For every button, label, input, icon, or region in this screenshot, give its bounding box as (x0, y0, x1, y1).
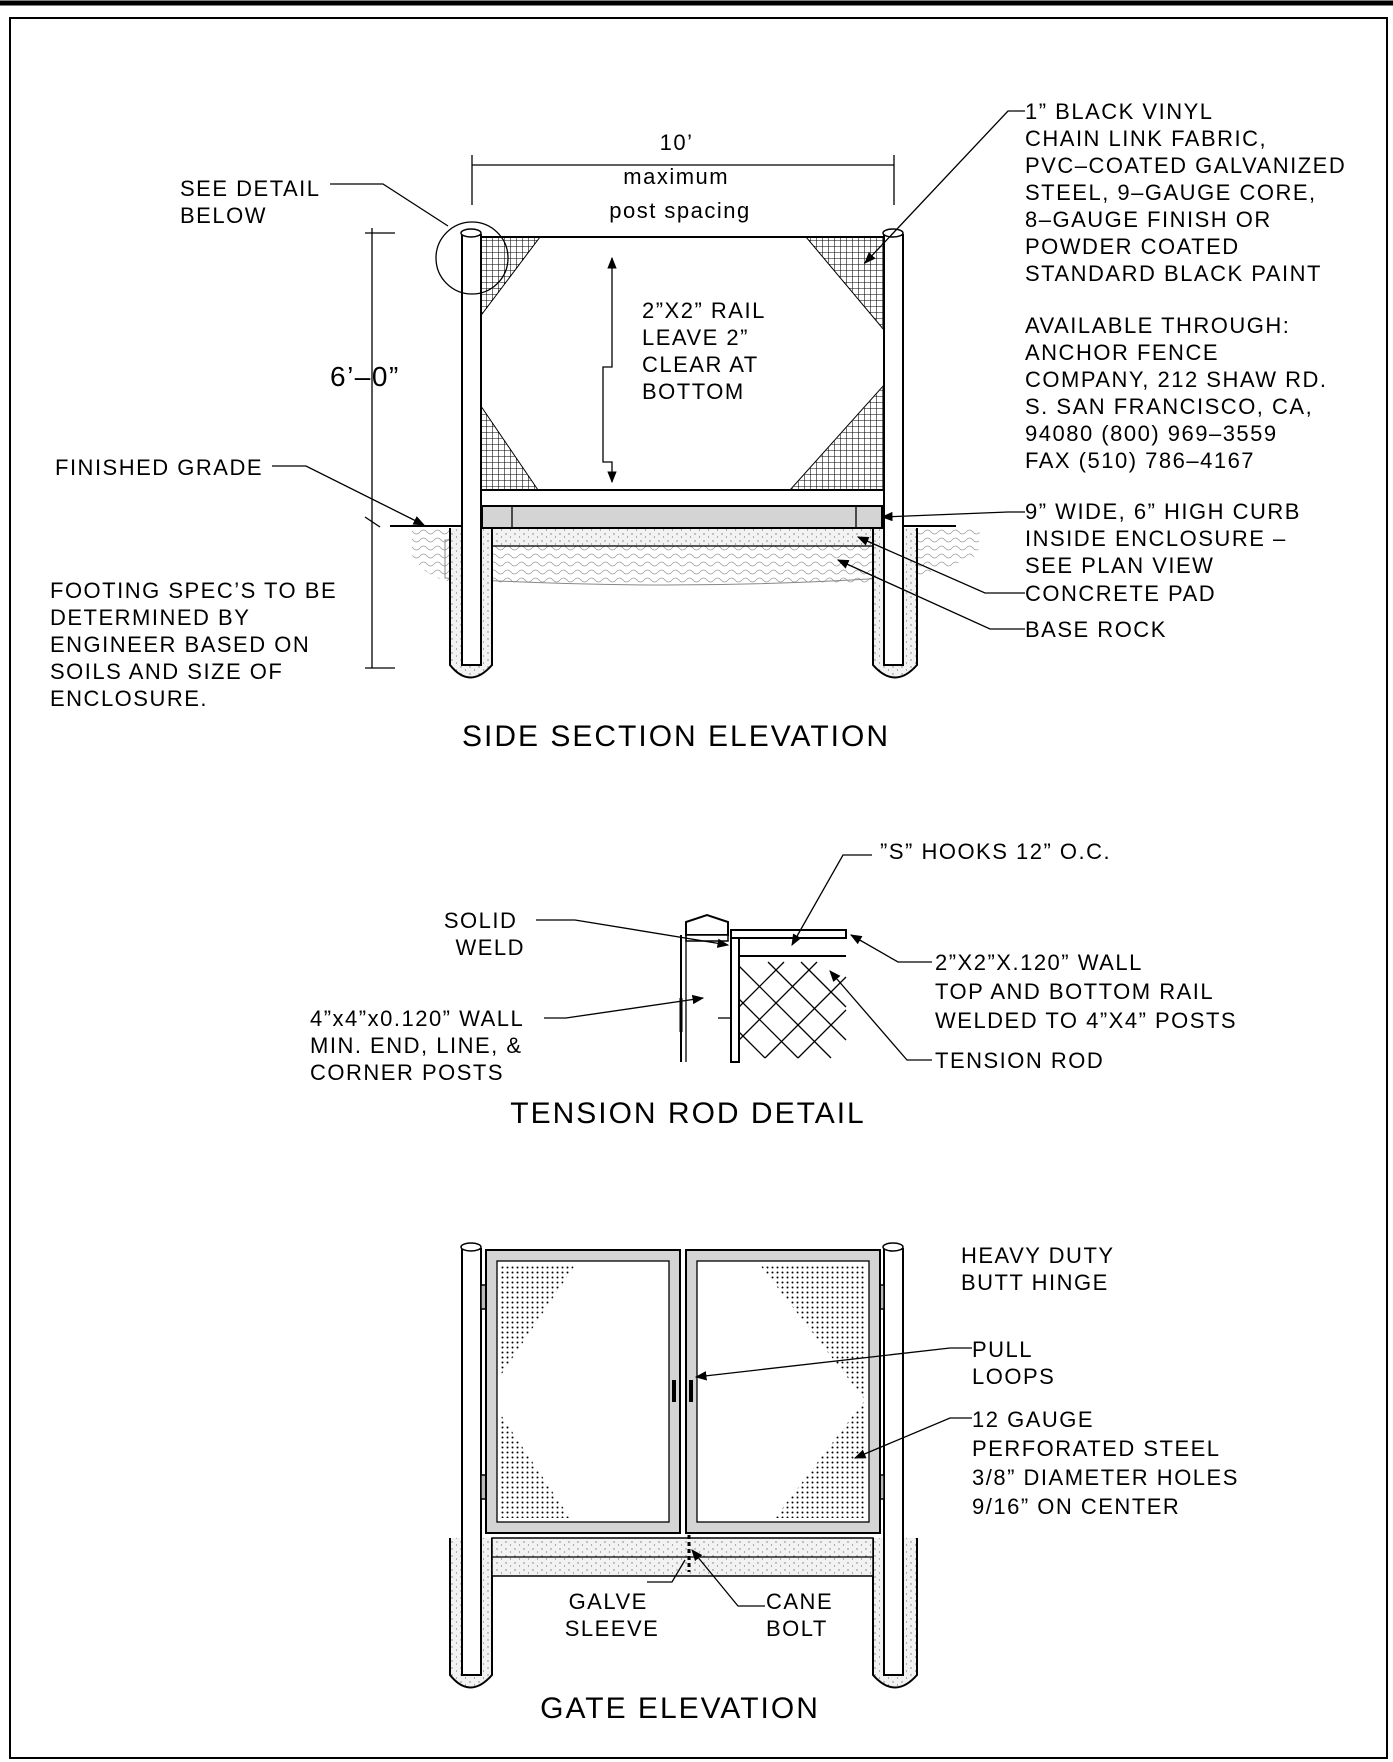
fabric-triangle (788, 383, 885, 491)
supplier-note: AVAILABLE THROUGH: ANCHOR FENCE COMPANY,… (1025, 313, 1335, 473)
see-detail-label: SEE DETAIL BELOW (180, 176, 327, 228)
perforated-panel (760, 1265, 865, 1400)
perforated-panel (775, 1400, 865, 1518)
side-section-title: SIDE SECTION ELEVATION (462, 720, 890, 753)
tension-rod-label: TENSION ROD (935, 1048, 1104, 1073)
tension-rod-title: TENSION ROD DETAIL (510, 1097, 865, 1130)
concrete-pad-label: CONCRETE PAD (1025, 581, 1216, 606)
fabric-note: 1” BLACK VINYL CHAIN LINK FABRIC, PVC–CO… (1025, 99, 1354, 286)
curb (481, 505, 883, 529)
rail-note-detail: 2”X2”X.120” WALL TOP AND BOTTOM RAIL WEL… (935, 950, 1237, 1033)
cane-bolt-label: CANE BOLT (766, 1589, 841, 1641)
hinge-note: HEAVY DUTY BUTT HINGE (961, 1243, 1122, 1295)
fabric-triangle (804, 236, 885, 332)
weld-leader (536, 919, 730, 948)
base-leader (836, 559, 1025, 630)
base-rock-label: BASE ROCK (1025, 617, 1167, 642)
galve-sleeve-label: GALVE SLEEVE (565, 1589, 660, 1641)
gate-right-post (883, 1248, 904, 1676)
clearance-arrow (602, 256, 617, 484)
perforated-note: 12 GAUGE PERFORATED STEEL 3/8” DIAMETER … (972, 1407, 1247, 1519)
tension-rod-leader (829, 970, 932, 1061)
pull-loops-leader (694, 1347, 972, 1381)
perforated-leader (853, 1417, 972, 1459)
pull-loops-label: PULL LOOPS (972, 1337, 1055, 1389)
dim-spacing-label: 10’ maximum post spacing (609, 130, 751, 223)
solid-weld-label: SOLID WELD (444, 908, 525, 960)
footing-note: FOOTING SPEC’S TO BE DETERMINED BY ENGIN… (50, 578, 345, 711)
tension-rod-bar (730, 934, 740, 1063)
side-section-elevation: 10’ maximum post spacing 6’–0” SEE DETAI… (50, 99, 1354, 753)
pad-leader (856, 536, 1025, 594)
left-post (461, 234, 482, 666)
cane-leader (691, 1549, 765, 1607)
curb-leader (880, 511, 1025, 522)
grade-leader (272, 465, 426, 526)
s-hooks-label: ”S” HOOKS 12” O.C. (880, 839, 1111, 864)
sheet-border (9, 17, 1388, 1759)
fabric-leader (864, 110, 1025, 264)
base-rock (444, 539, 886, 586)
chain-link-mesh (738, 961, 847, 1059)
top-rail-detail (730, 929, 847, 939)
perforated-panel (501, 1415, 570, 1518)
rail-note: 2”X2” RAIL LEAVE 2” CLEAR AT BOTTOM (642, 298, 773, 404)
concrete-pad (491, 527, 875, 547)
see-detail-leader (330, 183, 449, 227)
post-note: 4”x4”x0.120” WALL MIN. END, LINE, & CORN… (310, 1006, 531, 1085)
see-detail-circle (435, 221, 509, 295)
galve-leader (647, 1559, 686, 1583)
dim-height-label: 6’–0” (330, 361, 400, 392)
gate-left-post (461, 1248, 482, 1676)
post-note-leader (544, 994, 705, 1019)
post-cap (685, 913, 729, 936)
gate-title: GATE ELEVATION (540, 1692, 820, 1725)
finished-grade-label: FINISHED GRADE (55, 455, 263, 480)
tension-rod-detail: ”S” HOOKS 12” O.C. SOLID WELD 2”X2”X.120… (310, 839, 1237, 1130)
gate-elevation: HEAVY DUTY BUTT HINGE PULL LOOPS 12 GAUG… (449, 1242, 1247, 1725)
right-post (883, 234, 904, 666)
perforated-panel (501, 1265, 575, 1375)
curb-note: 9” WIDE, 6” HIGH CURB INSIDE ENCLOSURE –… (1025, 499, 1309, 578)
rail-note-leader (849, 934, 932, 963)
s-hooks-leader (791, 854, 872, 947)
